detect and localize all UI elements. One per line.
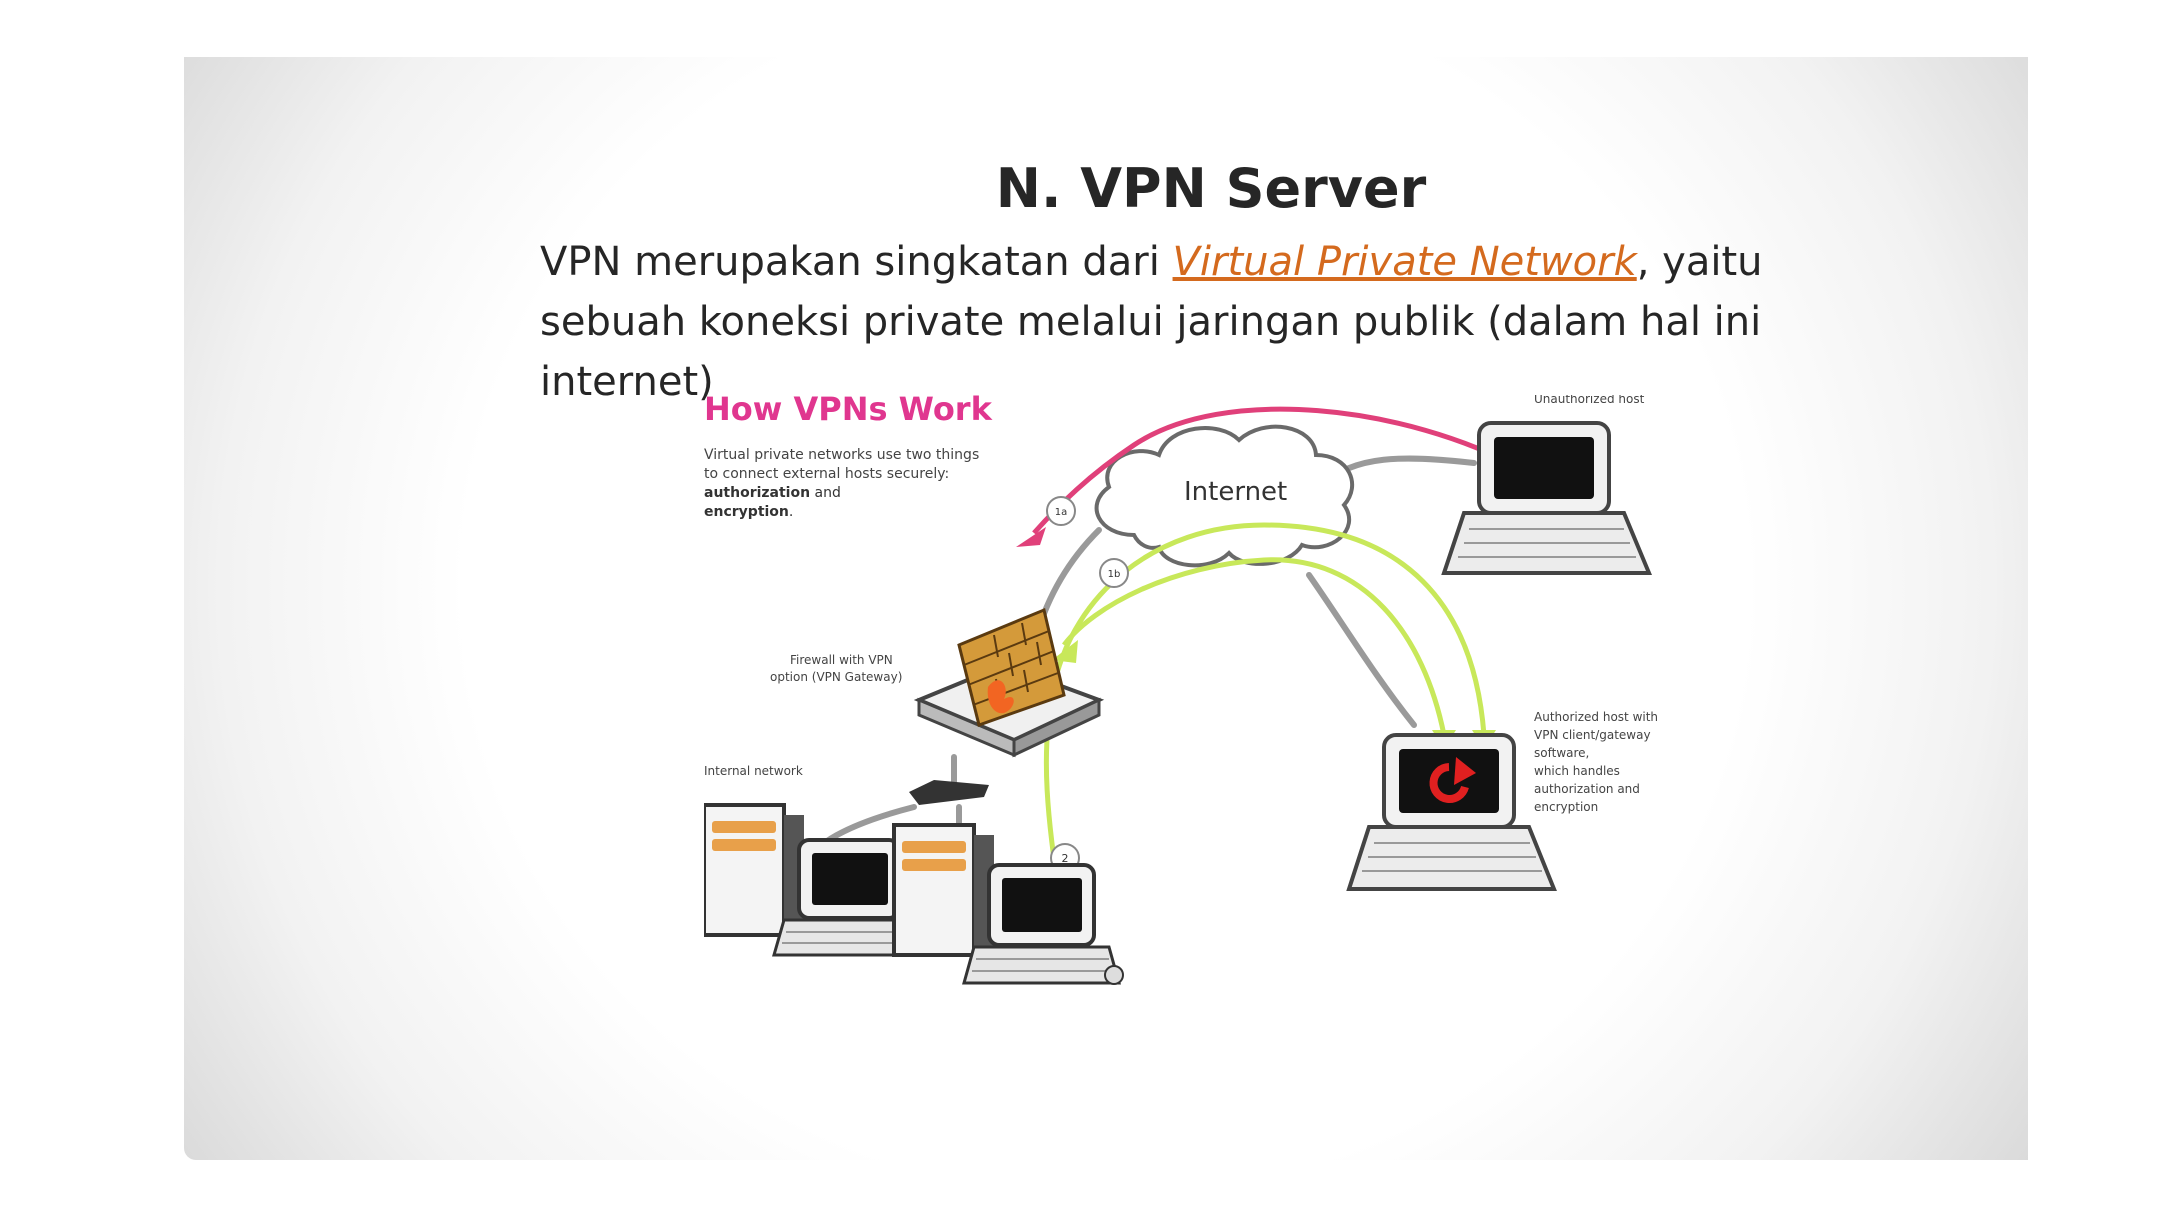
intro-line-1: Virtual private networks use two things	[704, 447, 979, 463]
firewall-label-1: Firewall with VPN	[790, 653, 893, 667]
mouse-icon	[1104, 965, 1124, 985]
refresh-icon-arc	[1429, 763, 1469, 803]
authorized-path-1b	[1062, 557, 1447, 736]
unauthorized-arrowhead	[1016, 527, 1046, 547]
firewall-vpn-gateway: Firewall with VPN option (VPN Gateway)	[770, 607, 1105, 758]
firewall-label-2: option (VPN Gateway)	[770, 670, 902, 684]
unauthorized-host-label: Unauthorized host	[1534, 395, 1645, 406]
body-text-before-link: VPN merupakan singkatan dari	[540, 239, 1173, 285]
unauthorized-host-laptop: Unauthorized host	[1441, 395, 1652, 575]
authorized-paths	[1043, 522, 1487, 896]
step-2-label: 2	[1062, 852, 1069, 865]
authorized-path-2	[1043, 522, 1487, 896]
diagram-heading: How VPNs Work	[704, 395, 993, 428]
authorized-arrowhead-1b	[1052, 640, 1078, 663]
refresh-icon	[1429, 757, 1476, 803]
authorized-host-laptop: Authorized host with VPN client/gateway …	[1346, 710, 1658, 891]
refresh-icon-arrow	[1454, 757, 1476, 785]
internal-computer-b	[892, 823, 1124, 985]
step-1b-label: 1b	[1108, 569, 1121, 580]
vpn-diagram: How VPNs Work Virtual private networks u…	[704, 395, 1658, 985]
intro-and: and	[810, 485, 841, 501]
cloud-label: Internet	[1184, 477, 1287, 507]
step-marker-1b: 1b	[1099, 558, 1129, 588]
slide: N. VPN Server VPN merupakan singkatan da…	[184, 57, 2028, 1160]
authorized-host-label-5: authorization and	[1534, 782, 1640, 796]
slide-title: N. VPN Server	[995, 157, 1427, 220]
body-text-after-link: , yaitu sebuah koneksi private melalui j…	[540, 239, 1763, 405]
unauthorized-path	[1032, 406, 1526, 535]
virtual-private-network-link[interactable]: Virtual Private Network	[1172, 239, 1637, 285]
step-1a-label: 1a	[1055, 507, 1068, 518]
intro-bold-encryption: encryption	[704, 504, 789, 520]
network-switch	[909, 780, 989, 805]
authorized-host-label-1: Authorized host with	[1534, 710, 1658, 724]
slide-body-text: VPN merupakan singkatan dari Virtual Pri…	[540, 232, 1810, 412]
intro-line-2: to connect external hosts securely:	[704, 466, 949, 482]
authorized-host-label-3: software,	[1534, 746, 1589, 760]
internet-cloud: Internet	[1094, 424, 1355, 568]
authorized-host-label-4: which handles	[1534, 764, 1620, 778]
authorized-host-label-2: VPN client/gateway	[1534, 728, 1651, 742]
intro-bold-authorization: authorization	[704, 485, 810, 501]
authorized-host-label-6: encryption	[1534, 800, 1598, 814]
intro-line-4: encryption.	[704, 504, 793, 520]
intro-line-3: authorization and	[704, 485, 841, 501]
intro-period: .	[789, 504, 793, 520]
internal-network-label: Internal network	[704, 764, 803, 778]
step-marker-1a: 1a	[1046, 496, 1076, 526]
internal-computer-a	[704, 803, 926, 957]
brick-wall	[957, 607, 1066, 727]
cable-cloud-authorized	[1306, 572, 1417, 728]
